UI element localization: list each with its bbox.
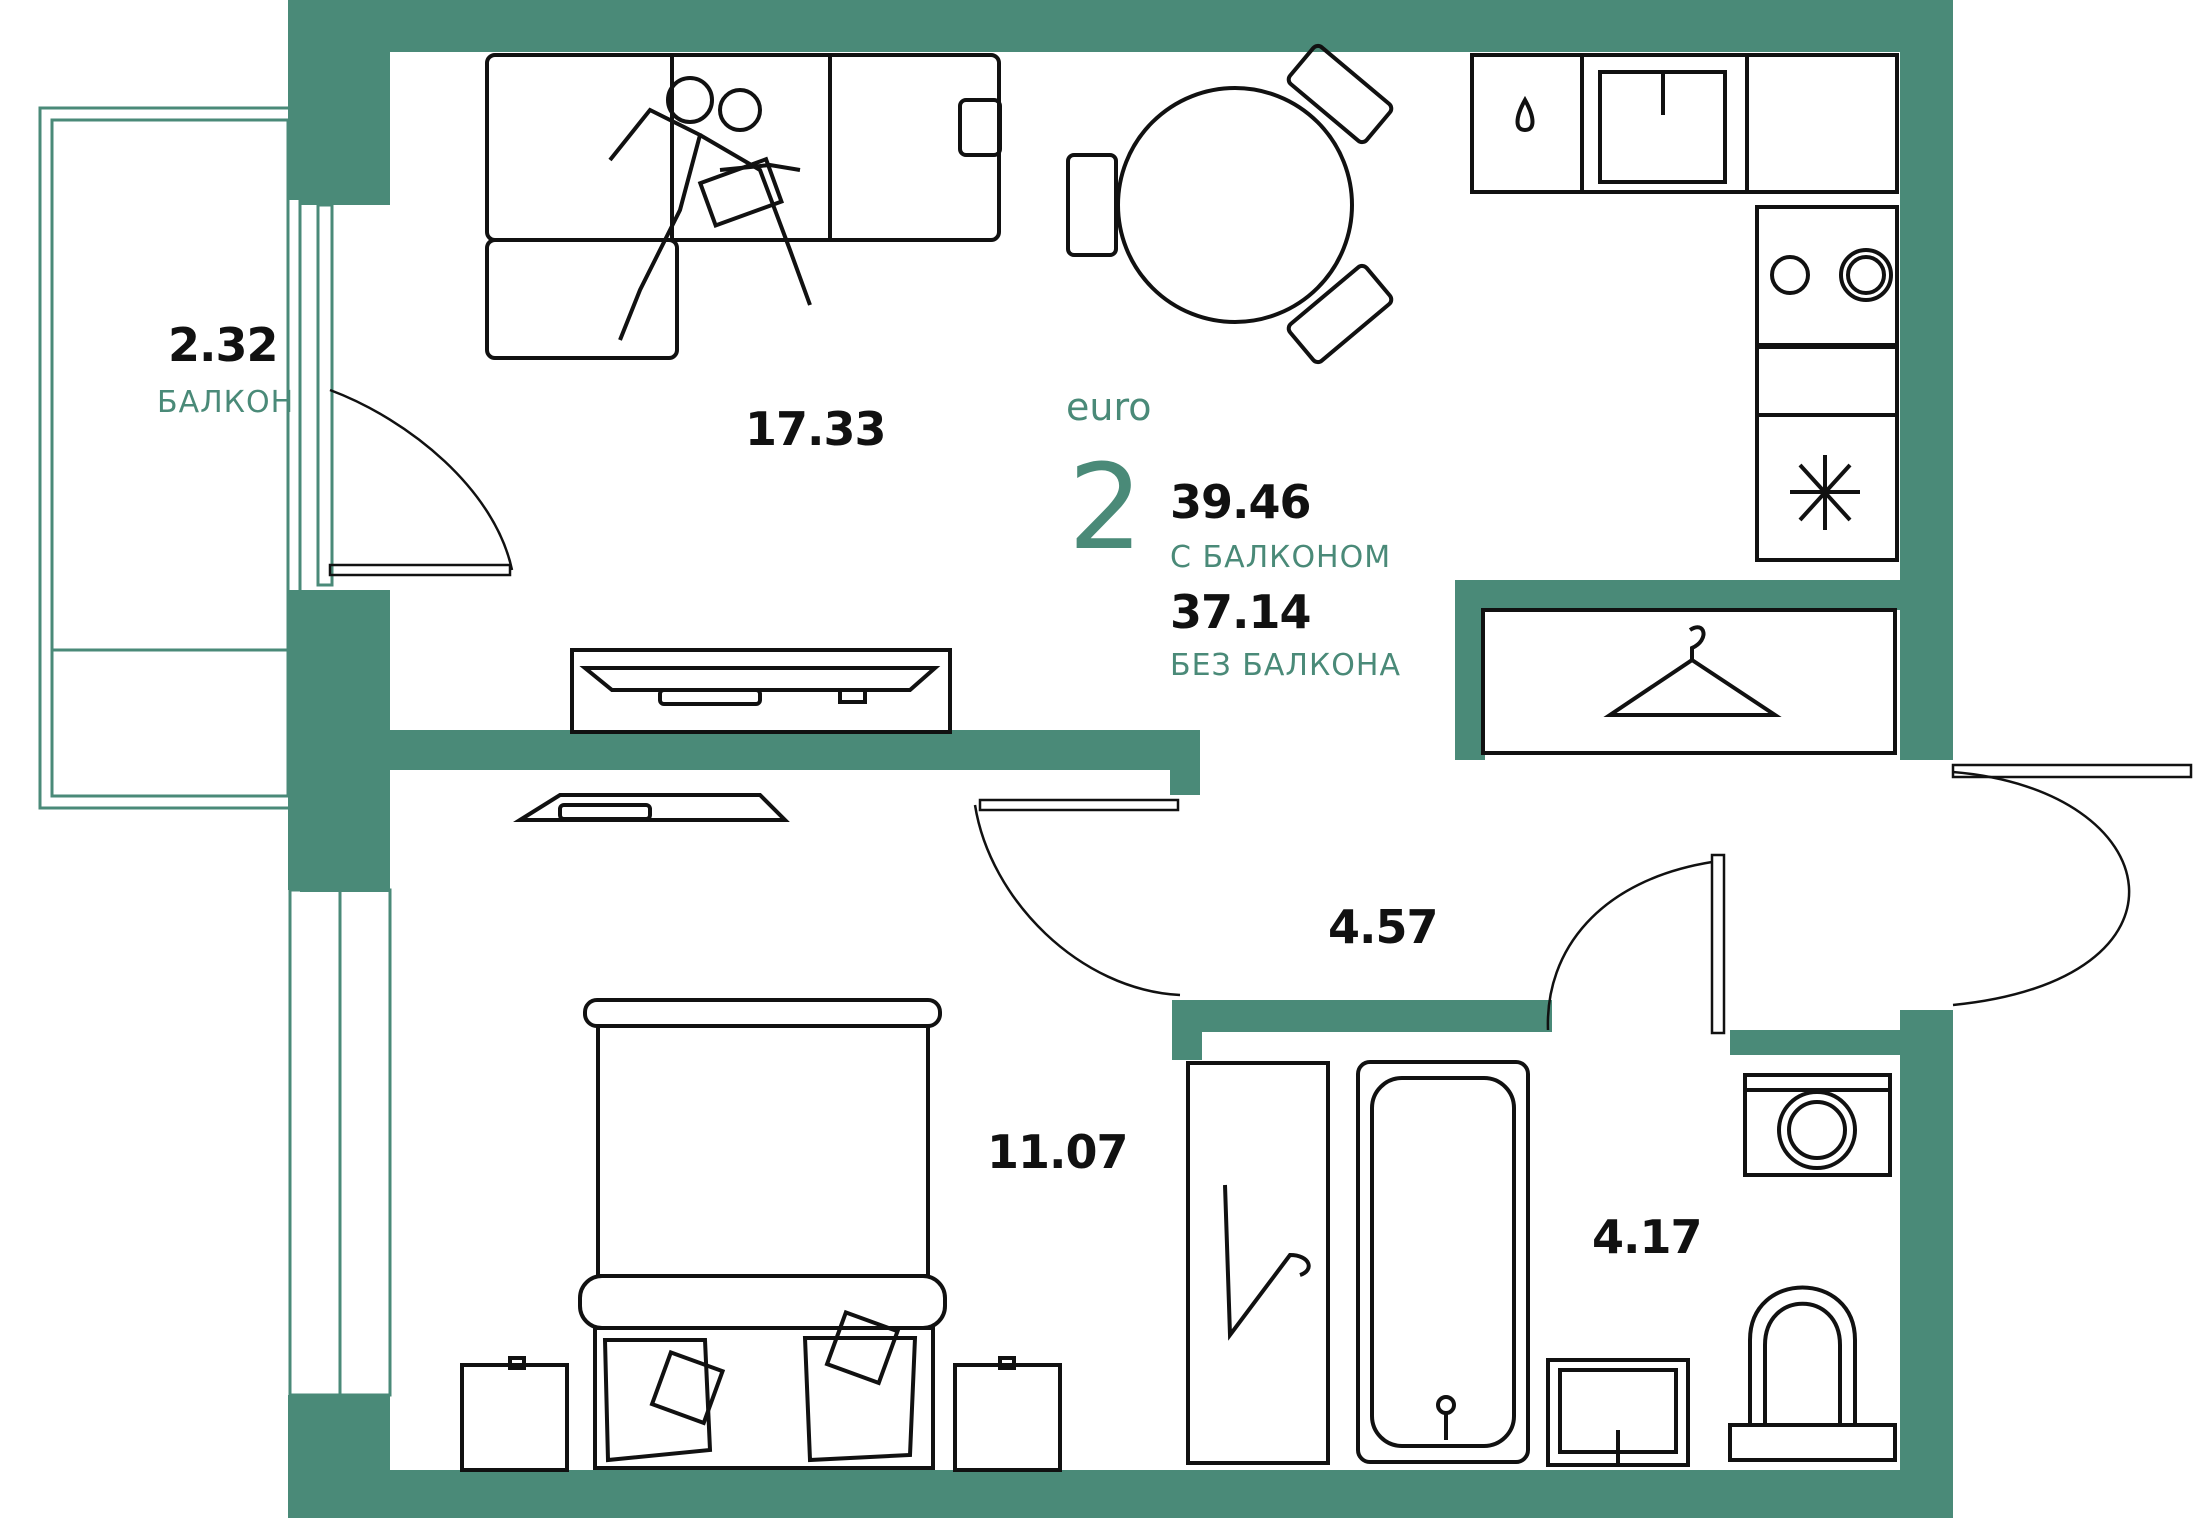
toilet-icon <box>1728 1285 1897 1462</box>
dining-table-icon <box>1066 43 1394 365</box>
tv-icon <box>570 648 952 734</box>
room-count: 2 <box>1068 438 1144 576</box>
type-label: euro <box>1066 385 1152 429</box>
water-drop-icon <box>1515 95 1535 133</box>
fridge-snowflake-icon <box>1755 413 1899 562</box>
area-without-balcony: 37.14 <box>1170 585 1312 639</box>
bathtub-icon <box>1356 1060 1530 1464</box>
area-with-balcony: 39.46 <box>1170 475 1312 529</box>
pillow-icon <box>602 1309 918 1463</box>
balcony-area: 2.32 <box>168 318 278 372</box>
stove-icon <box>1755 205 1899 417</box>
hallway-area: 4.57 <box>1328 900 1438 954</box>
tv-icon <box>513 793 790 822</box>
bed-icon <box>578 998 947 1470</box>
washing-machine-icon <box>1743 1073 1892 1177</box>
bedroom-area: 11.07 <box>987 1125 1129 1179</box>
with-balcony-label: С БАЛКОНОМ <box>1170 540 1392 575</box>
washbasin-icon <box>1546 1358 1690 1467</box>
bathroom-area: 4.17 <box>1592 1210 1702 1264</box>
sofa-icon <box>485 53 1002 360</box>
walls <box>288 0 1953 1518</box>
wardrobe-hanger-icon <box>1186 1061 1330 1465</box>
door-swing-icon <box>328 388 2193 1035</box>
wardrobe-hanger-icon <box>1481 608 1897 755</box>
people-icon <box>608 76 812 341</box>
balcony-outline <box>38 106 302 810</box>
nightstand-icon <box>460 1356 1062 1472</box>
living-kitchen-area: 17.33 <box>745 402 887 456</box>
windows <box>288 203 392 1397</box>
balcony-label: БАЛКОН <box>157 385 295 420</box>
furniture <box>460 43 1899 1472</box>
kitchen-sink-icon <box>1470 53 1899 194</box>
without-balcony-label: БЕЗ БАЛКОНА <box>1170 648 1401 683</box>
